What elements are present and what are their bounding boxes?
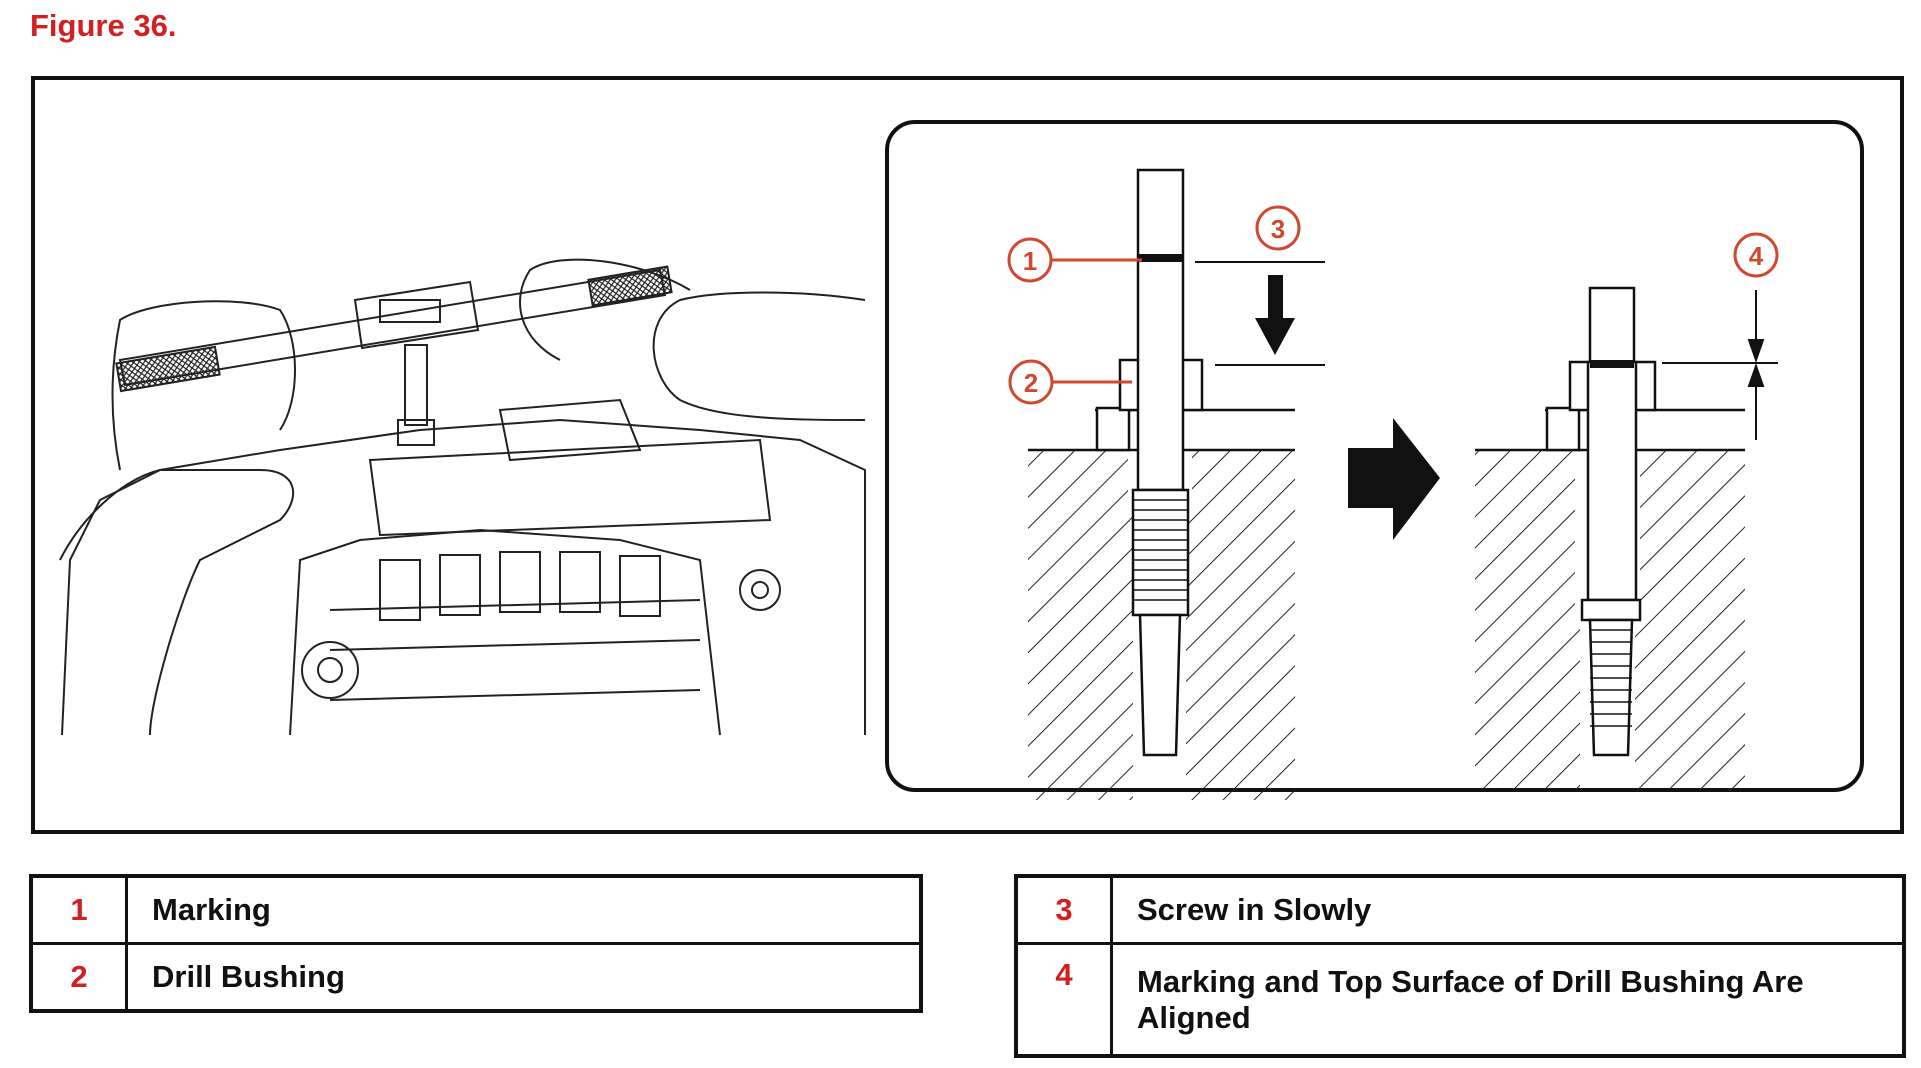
before-state-drawing — [1028, 168, 1325, 800]
callout-1-number: 1 — [1023, 246, 1037, 276]
legend-row: 4 Marking and Top Surface of Drill Bushi… — [1014, 942, 1906, 1058]
legend-label: Screw in Slowly — [1110, 874, 1906, 945]
callout-4-number: 4 — [1749, 241, 1764, 271]
legend-number: 1 — [29, 874, 128, 945]
callout-4: 4 — [1733, 232, 1779, 278]
figure-title: Figure 36. — [30, 8, 177, 43]
after-state-drawing — [1475, 286, 1778, 790]
legend-row: 1 Marking — [29, 874, 923, 945]
detail-inset-box — [885, 120, 1864, 792]
callout-3: 3 — [1255, 205, 1301, 251]
callout-3-number: 3 — [1271, 214, 1285, 244]
legend-table-right: 3 Screw in Slowly 4 Marking and Top Surf… — [1014, 874, 1906, 1058]
illustration-frame — [31, 76, 1904, 834]
legend-label: Marking — [125, 874, 923, 945]
legend-table-left: 1 Marking 2 Drill Bushing — [29, 874, 923, 1013]
illustration-svg: 1 2 3 4 — [59, 168, 1779, 800]
legend-number: 2 — [29, 942, 128, 1013]
callout-2: 2 — [1008, 359, 1132, 405]
legend-number: 3 — [1014, 874, 1113, 945]
right-arrow-icon — [1348, 418, 1440, 540]
legend-label: Marking and Top Surface of Drill Bushing… — [1110, 942, 1906, 1058]
legend-label: Drill Bushing — [125, 942, 923, 1013]
callout-2-number: 2 — [1024, 368, 1038, 398]
dimension-arrow-icon — [1747, 290, 1765, 440]
tap-wrench-illustration — [59, 258, 866, 736]
legend-row: 2 Drill Bushing — [29, 942, 923, 1013]
callout-1: 1 — [1007, 237, 1142, 283]
legend-row: 3 Screw in Slowly — [1014, 874, 1906, 945]
legend-number: 4 — [1014, 942, 1113, 1058]
down-arrow-icon — [1255, 275, 1295, 355]
